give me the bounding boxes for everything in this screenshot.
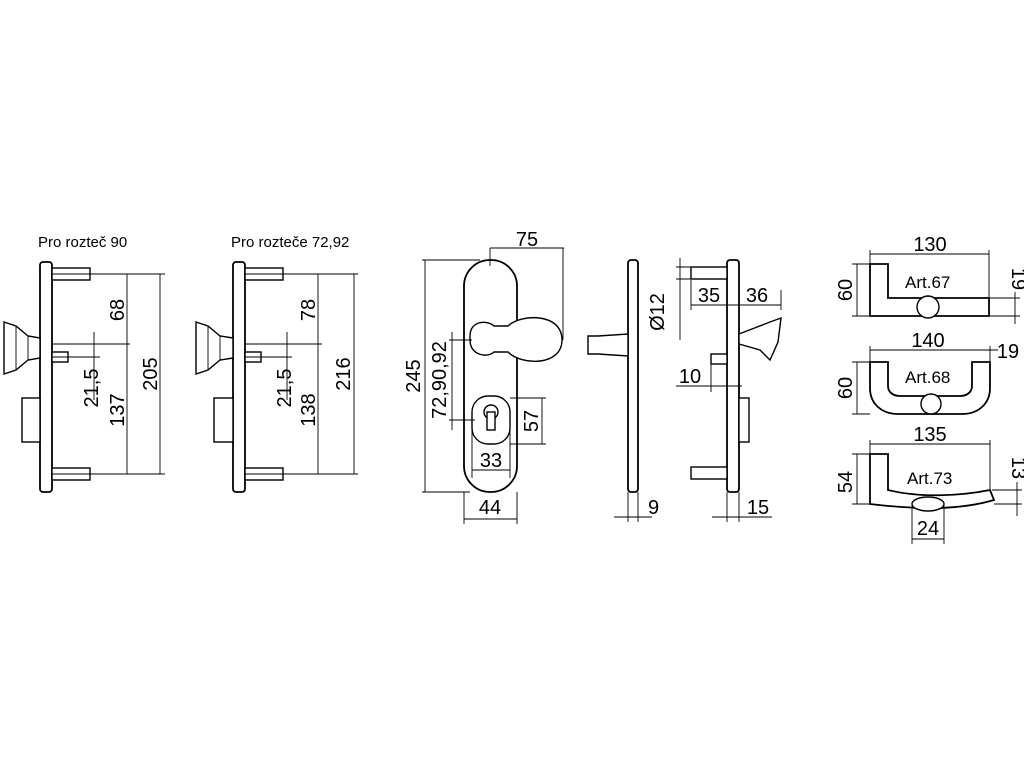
front-dim-57: 57 [521,410,543,432]
art68-dim-19: 19 [997,341,1019,363]
left-dim-68: 68 [107,299,129,321]
art68-spindle [920,393,942,415]
art73-handle-outline [869,453,996,509]
side2-dim-36: 36 [746,285,768,307]
front-dim-44: 44 [479,497,501,519]
middle-dim-138: 138 [298,393,320,426]
middle-plate [232,261,246,493]
art73-dim-135: 135 [913,424,946,446]
middle-dim-21-5: 21,5 [274,369,296,408]
side2-pin-middle [710,353,728,365]
side-view-thin: 9 [587,259,659,522]
left-side-view: Pro rozteč 90 68 21,5 137 205 [3,234,165,493]
side2-handle [738,316,782,362]
handle-art68: Art.68 140 60 19 [835,330,1019,415]
left-dim-205: 205 [140,357,162,390]
middle-dim-216: 216 [333,357,355,390]
side-dim-9: 9 [648,497,659,519]
side2-dim-10: 10 [679,366,701,388]
art67-dim-60: 60 [835,279,857,301]
front-dim-75: 75 [516,229,538,251]
side2-dim-35: 35 [698,285,720,307]
handle-art67: Art.67 130 60 19 [835,234,1024,324]
side-handle [587,333,629,357]
front-view: 75 245 72,90,92 57 33 44 [403,229,564,524]
side2-pin-bottom [690,466,728,480]
middle-dim-78: 78 [298,299,320,321]
art73-dim-54: 54 [835,471,857,493]
side2-dim-15: 15 [747,497,769,519]
left-handle-rose [3,321,41,375]
left-dim-137: 137 [107,393,129,426]
art67-spindle [916,295,940,319]
side2-plate [726,259,740,493]
art67-label: Art.67 [905,273,950,292]
middle-cylinder [213,397,234,443]
front-dim-33: 33 [480,450,502,472]
side-view-pins: Ø12 35 36 10 15 [647,258,782,522]
front-dim-245: 245 [403,359,425,392]
left-dim-21-5: 21,5 [81,369,103,408]
left-cylinder [21,397,41,443]
art73-spindle [911,496,945,512]
art67-dim-130: 130 [913,234,946,256]
side2-pin-top [690,266,728,280]
art68-dim-60: 60 [835,377,857,399]
middle-handle-rose [195,321,234,375]
art68-label: Art.68 [905,368,950,387]
art68-dim-140: 140 [911,330,944,352]
art68-handle-outline [869,361,991,415]
art73-label: Art.73 [907,469,952,488]
side2-cylinder [738,397,750,443]
front-dim-72-90-92: 72,90,92 [429,341,451,419]
art73-dim-24: 24 [917,518,939,540]
front-handle-knob [469,316,563,363]
front-keyhole-slot [486,411,496,431]
art67-dim-19: 19 [1007,268,1024,290]
middle-side-view: Pro rozteče 72,92 78 21,5 138 216 [195,234,358,493]
caption-middle: Pro rozteče 72,92 [231,234,349,251]
side-plate [627,259,639,493]
side2-dim-diameter: Ø12 [647,293,669,331]
caption-left: Pro rozteč 90 [38,234,127,251]
left-plate [39,261,53,493]
handle-art73: Art.73 135 54 13 24 [835,424,1024,544]
art73-dim-13: 13 [1007,457,1024,479]
